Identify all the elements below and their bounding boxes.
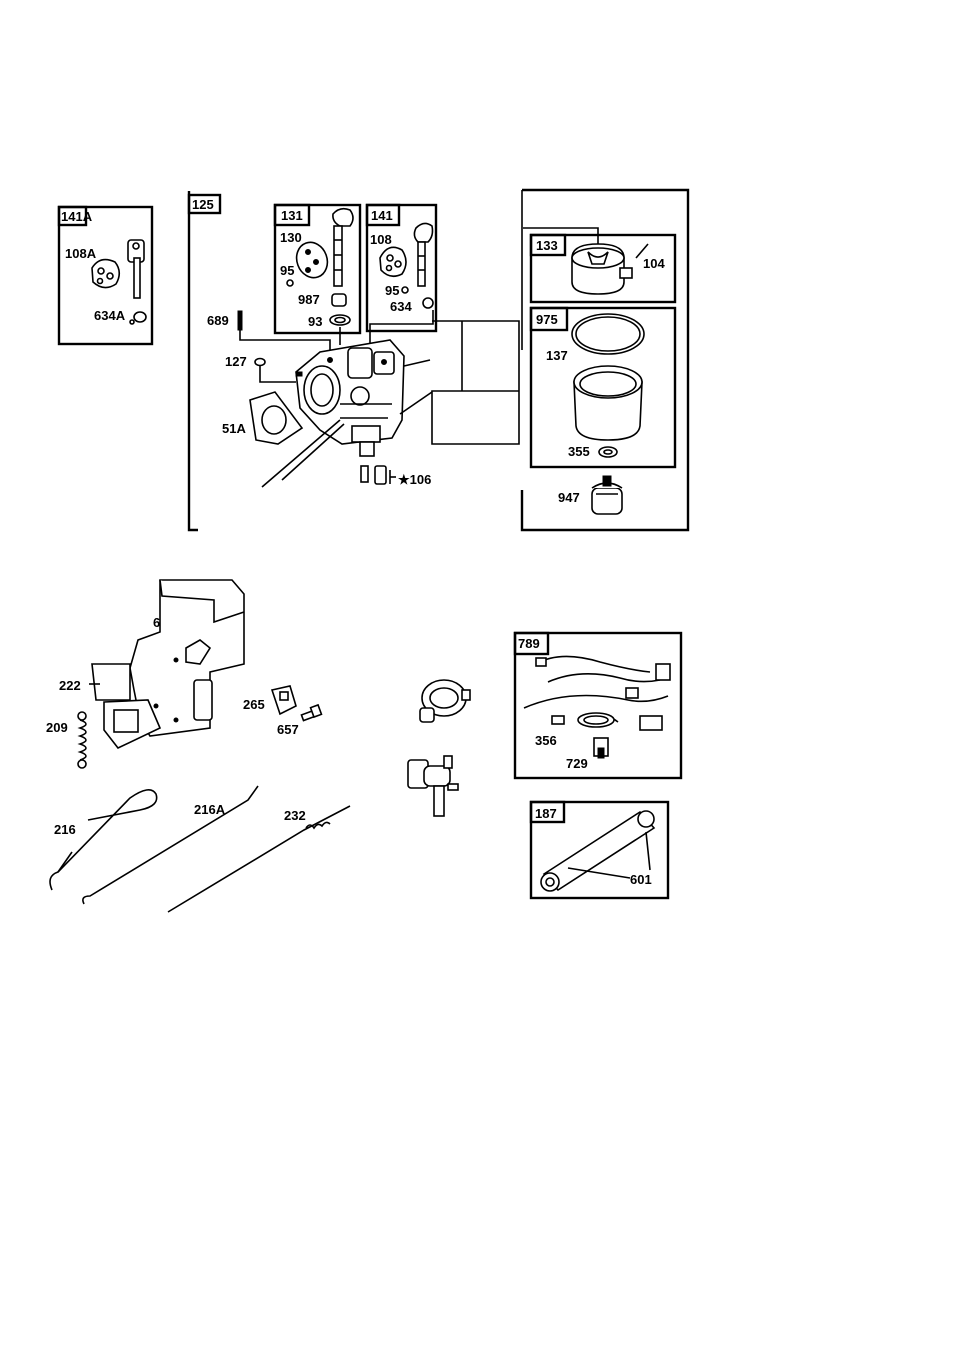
label-634: 634 — [390, 299, 412, 314]
choke-lever-141a-part — [128, 240, 144, 298]
label-104: 104 — [643, 256, 665, 271]
connector-frame — [432, 321, 519, 444]
linkage-group: 216 216A 232 — [50, 786, 350, 912]
kit-187-group: 187 601 — [531, 802, 668, 898]
gasket-93-part — [330, 315, 350, 325]
choke-lever-141-part — [414, 223, 432, 286]
label-216: 216 — [54, 822, 76, 837]
diaphragm-108a-part — [92, 260, 119, 288]
connector-729-part — [594, 738, 608, 758]
kit-133-tag: 133 — [536, 238, 558, 253]
shutoff-valve-part — [408, 756, 458, 816]
label-232: 232 — [284, 808, 306, 823]
label-95-right: 95 — [385, 283, 399, 298]
carburetor-body-part — [296, 340, 404, 456]
gasket-137-part — [572, 314, 644, 354]
diaphragm-108-part — [380, 247, 406, 276]
link-216-part — [50, 790, 157, 890]
link-216a-part — [83, 786, 258, 904]
washer-634a-part — [130, 312, 146, 324]
float-bowl-group: 133 104 975 137 355 947 — [522, 190, 688, 530]
spring-95-right-part — [402, 287, 408, 293]
control-bracket-group: 663 222 209 265 657 — [46, 580, 321, 768]
pin-689-part — [238, 311, 242, 330]
bowl-nut-987-part — [332, 294, 346, 306]
leader-127 — [260, 366, 296, 382]
plug-127-part — [255, 359, 265, 366]
carburetor-125-tag: 125 — [192, 197, 214, 212]
kit-131-tag: 131 — [281, 208, 303, 223]
label-689: 689 — [207, 313, 229, 328]
kit-789-group: 789 356 729 — [515, 633, 681, 778]
ring-356-part — [578, 713, 614, 727]
label-657: 657 — [277, 722, 299, 737]
link-232-part — [168, 806, 350, 912]
connector-line-b — [404, 360, 430, 366]
connector-line-c — [400, 392, 432, 414]
washer-634-part — [423, 298, 433, 308]
kit-789-tag: 789 — [518, 636, 540, 651]
label-601: 601 — [630, 872, 652, 887]
float-133-part — [572, 244, 632, 294]
solenoid-947-part — [592, 476, 622, 514]
carburetor-125-bracket — [189, 191, 198, 530]
kit-975-tag: 975 — [536, 312, 558, 327]
bowl-part — [574, 366, 642, 440]
spring-95-left-part — [287, 280, 293, 286]
gasket-51a-part — [250, 392, 302, 444]
label-95-left: 95 — [280, 263, 294, 278]
spring-209-part — [78, 712, 86, 768]
label-265: 265 — [243, 697, 265, 712]
label-93: 93 — [308, 314, 322, 329]
kit-141-tag: 141 — [371, 208, 393, 223]
needle-valve-131-part — [333, 209, 353, 286]
link-216-hook — [58, 852, 72, 872]
label-355: 355 — [568, 444, 590, 459]
control-plate-part — [92, 580, 244, 748]
label-216a: 216A — [194, 802, 226, 817]
fuel-filter-part — [420, 680, 470, 722]
screw-657-part — [301, 705, 321, 721]
label-137: 137 — [546, 348, 568, 363]
washer-355-part — [599, 447, 617, 457]
label-729: 729 — [566, 756, 588, 771]
label-51a: 51A — [222, 421, 246, 436]
kit-187-tag: 187 — [535, 806, 557, 821]
kit-141a-group: 141A 108A 634A — [59, 207, 152, 344]
label-130: 130 — [280, 230, 302, 245]
label-108: 108 — [370, 232, 392, 247]
label-108a: 108A — [65, 246, 97, 261]
clamp-265-part — [272, 686, 296, 714]
label-106: ★106 — [398, 472, 431, 487]
label-947: 947 — [558, 490, 580, 505]
carburetor-125-group: 125 131 130 95 987 93 141 108 — [189, 191, 519, 530]
label-209: 209 — [46, 720, 68, 735]
label-634a: 634A — [94, 308, 126, 323]
leader-601-b — [646, 832, 650, 870]
jet-106-part — [361, 466, 396, 484]
fuel-parts-group — [408, 680, 470, 816]
kit-141a-tag: 141A — [61, 209, 93, 224]
label-356: 356 — [535, 733, 557, 748]
label-127: 127 — [225, 354, 247, 369]
label-222: 222 — [59, 678, 81, 693]
label-987: 987 — [298, 292, 320, 307]
